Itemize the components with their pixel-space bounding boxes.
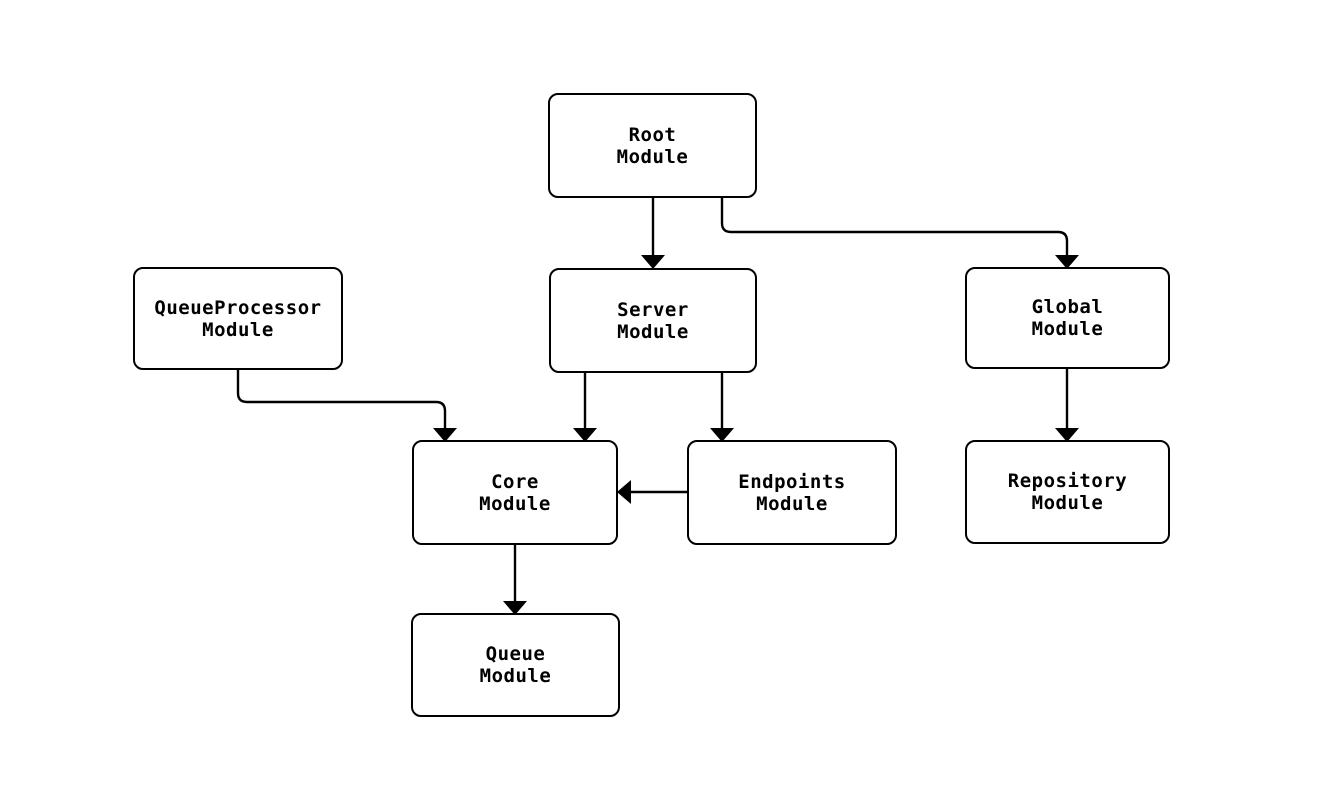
node-queue-module-label: Queue Module [479,643,552,687]
node-endpoints-module: Endpoints Module [687,440,897,545]
node-queueprocessor-module: QueueProcessor Module [133,267,343,370]
arrowhead-root-to-global [1055,255,1079,269]
node-server-module-label: Server Module [617,298,689,343]
node-repository-module: Repository Module [965,440,1170,544]
node-queueprocessor-module-label: QueueProcessor Module [154,296,322,341]
arrowhead-root-to-server [641,255,665,269]
arrowhead-core-to-queue [503,601,527,615]
node-endpoints-module-label: Endpoints Module [738,470,846,515]
node-repository-module-label: Repository Module [1007,470,1128,514]
node-server-module: Server Module [549,268,757,373]
arrowhead-global-to-repository [1055,428,1079,442]
edge-root-to-global [720,198,1069,255]
edge-queueprocessor-to-core [236,369,447,428]
node-core-module-label: Core Module [479,470,551,515]
arrowhead-endpoints-to-core [617,480,631,504]
node-queue-module: Queue Module [411,613,620,717]
node-root-module: Root Module [548,93,757,198]
arrowhead-server-to-endpoints [710,428,734,442]
node-core-module: Core Module [412,440,618,545]
node-global-module-label: Global Module [1031,296,1104,340]
arrowhead-queueprocessor-to-core [433,428,457,442]
arrowhead-server-to-core [573,428,597,442]
node-global-module: Global Module [965,267,1170,369]
node-root-module-label: Root Module [616,123,689,168]
